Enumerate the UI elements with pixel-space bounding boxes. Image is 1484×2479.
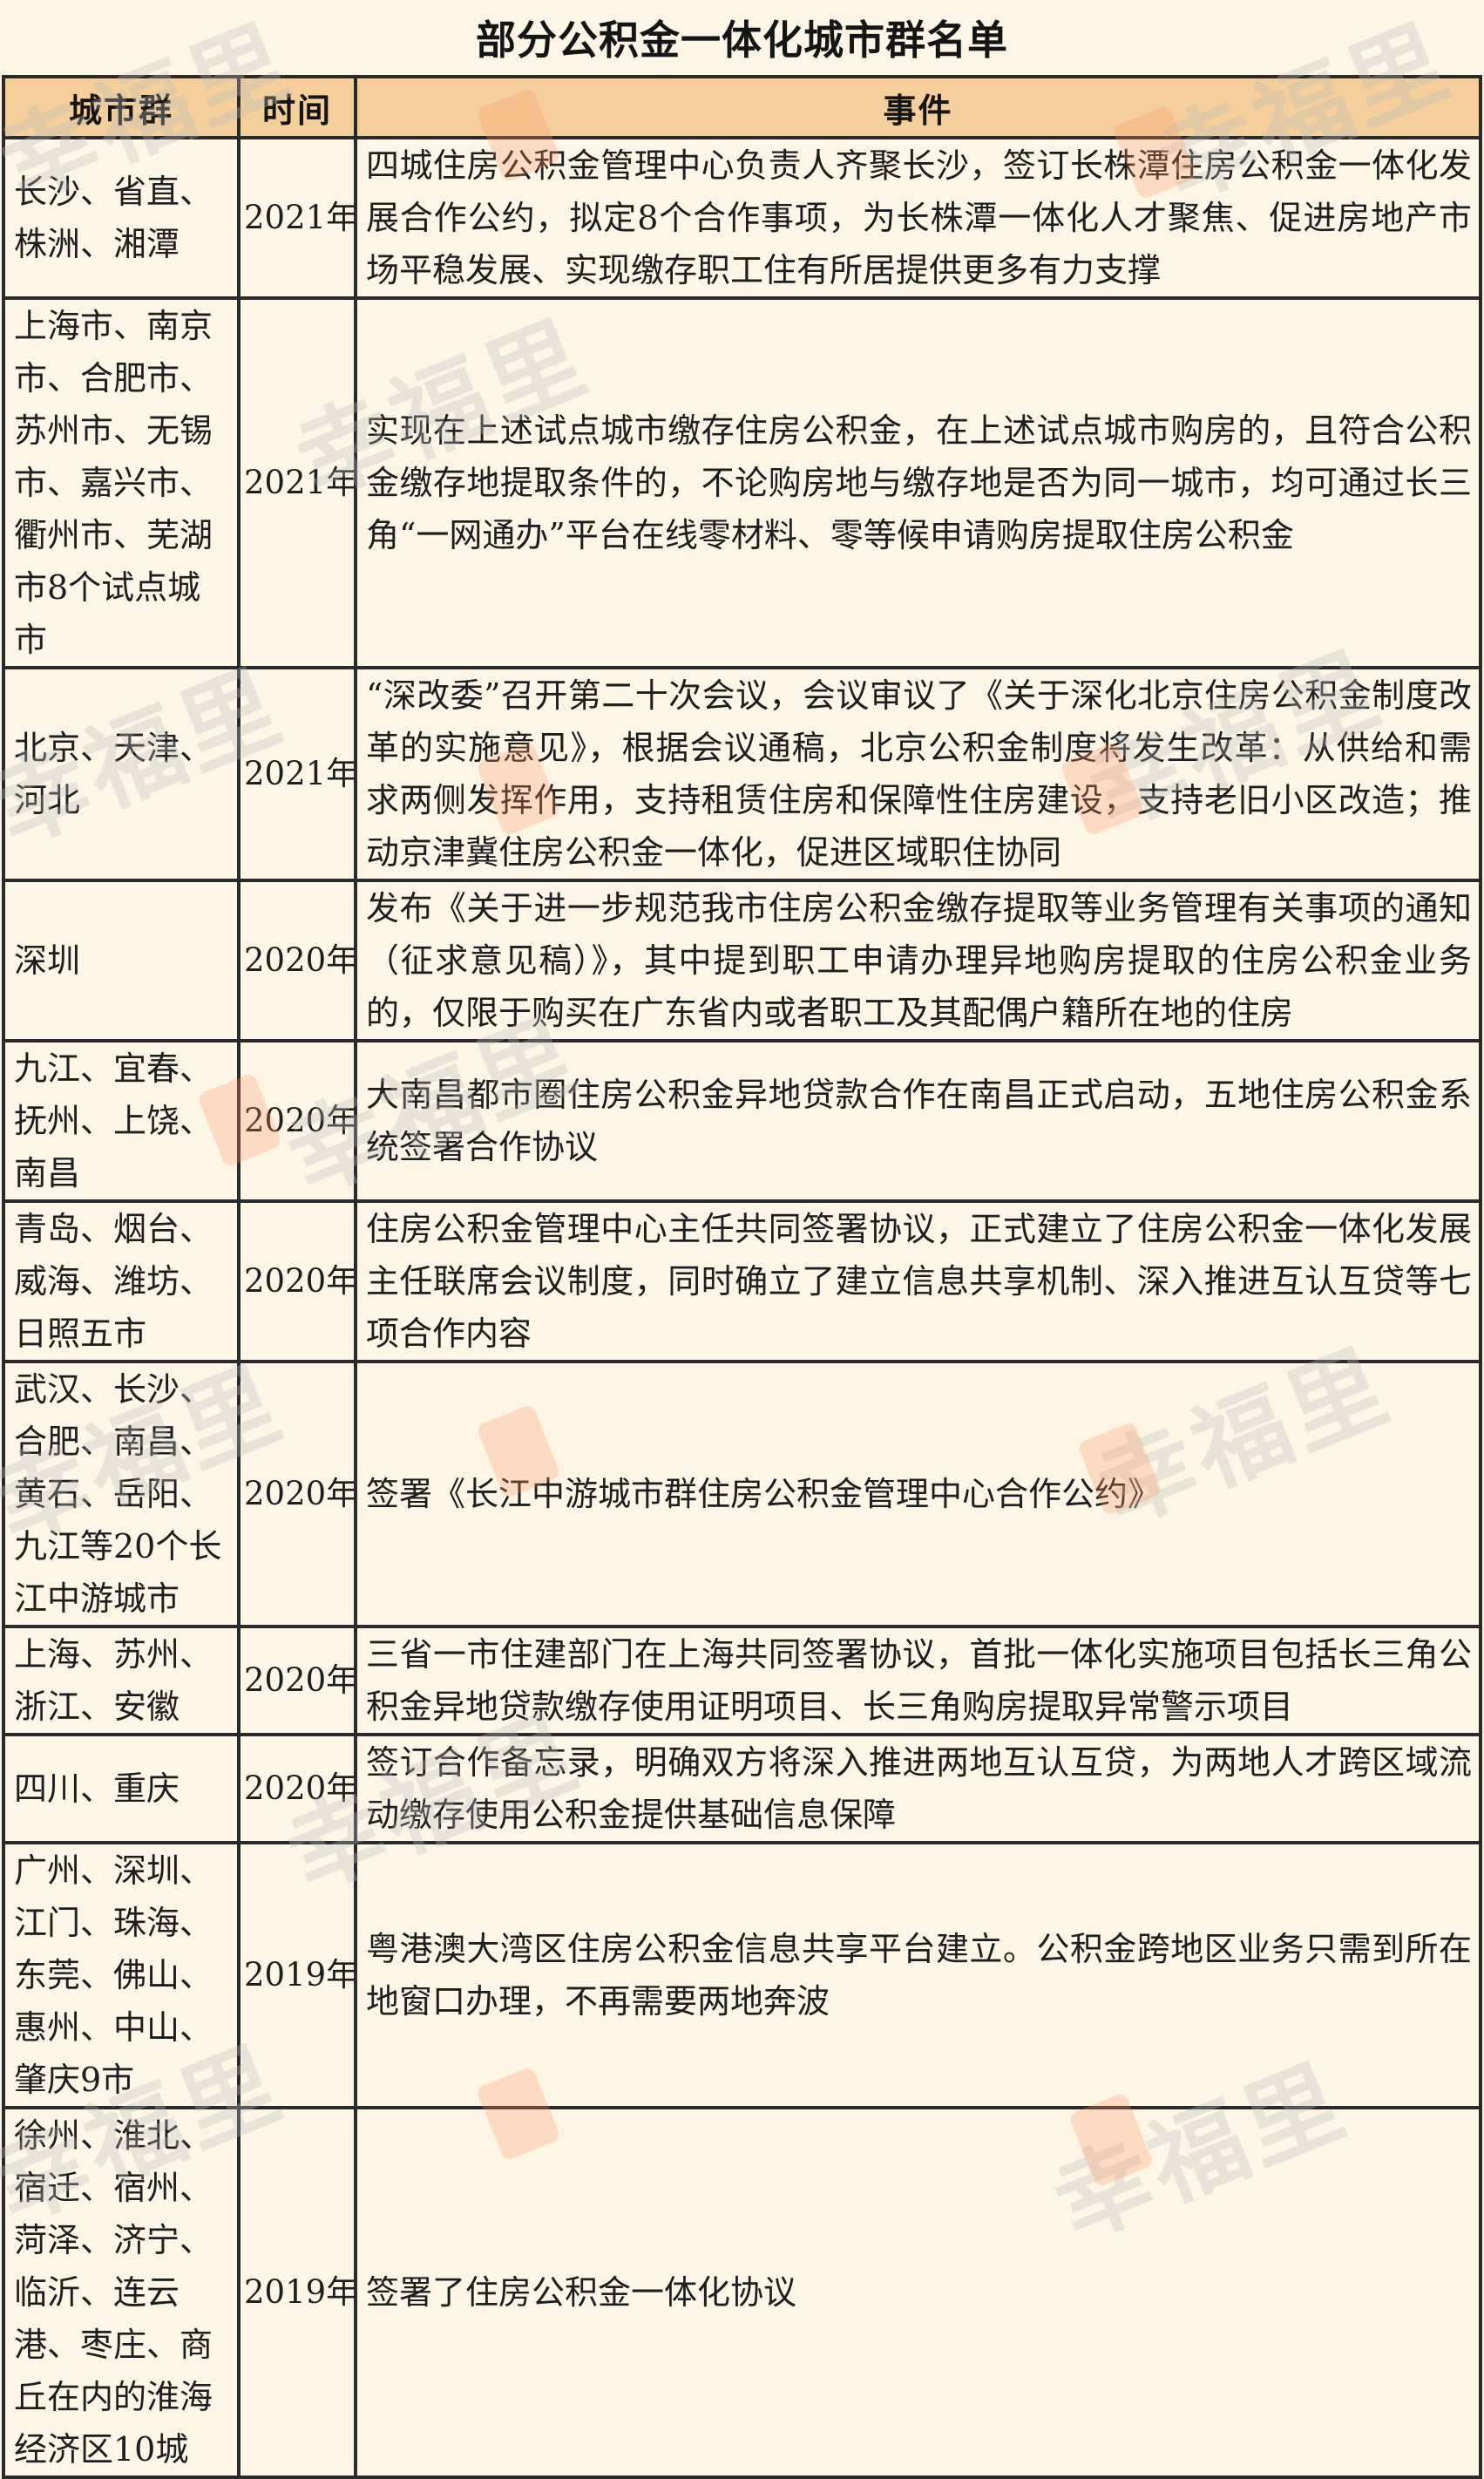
event-cell: 签订合作备忘录，明确双方将深入推进两地互认互贷，为两地人才跨区域流动缴存使用公积… [354, 1733, 1482, 1844]
city-cell: 武汉、长沙、合肥、南昌、黄石、岳阳、九江等20个长江中游城市 [2, 1360, 241, 1628]
event-cell: 签署了住房公积金一体化协议 [354, 2106, 1482, 2479]
date-cell: 2021年6月 [237, 296, 357, 669]
date-cell: 2019年12月 [237, 1841, 357, 2109]
date-cell: 2020年11月 [237, 879, 357, 1043]
table-row: 徐州、淮北、宿迁、宿州、菏泽、济宁、临沂、连云港、枣庄、商丘在内的淮海经济区10… [2, 2106, 1482, 2479]
city-cell: 四川、重庆 [2, 1733, 241, 1844]
event-cell: 签署《长江中游城市群住房公积金管理中心合作公约》 [354, 1360, 1482, 1628]
city-cell: 北京、天津、河北 [2, 666, 241, 882]
date-cell: 2021年6月 [237, 666, 357, 882]
table-row: 上海、苏州、浙江、安徽 2020年8月 三省一市住建部门在上海共同签署协议，首批… [2, 1625, 1482, 1736]
table-header-row: 城市群 时间 事件 [2, 75, 1482, 139]
document-sheet: 部分公积金一体化城市群名单 城市群 时间 事件 长沙、省直、株洲、湘潭 2021… [0, 3, 1482, 2479]
date-cell: 2021年6月 [237, 136, 357, 300]
city-cell: 上海市、南京市、合肥市、苏州市、无锡市、嘉兴市、衢州市、芜湖市8个试点城市 [2, 296, 241, 669]
date-cell: 2020年9月 [237, 1360, 357, 1628]
city-cell: 九江、宜春、抚州、上饶、南昌 [2, 1039, 241, 1203]
header-event: 事件 [354, 75, 1482, 139]
event-cell: 发布《关于进一步规范我市住房公积金缴存提取等业务管理有关事项的通知（征求意见稿）… [354, 879, 1482, 1043]
table-row: 深圳 2020年11月 发布《关于进一步规范我市住房公积金缴存提取等业务管理有关… [2, 879, 1482, 1043]
date-cell: 2020年4月 [237, 1733, 357, 1844]
city-cell: 长沙、省直、株洲、湘潭 [2, 136, 241, 300]
header-city-cluster: 城市群 [2, 75, 241, 139]
city-cell: 徐州、淮北、宿迁、宿州、菏泽、济宁、临沂、连云港、枣庄、商丘在内的淮海经济区10… [2, 2106, 241, 2479]
table-row: 广州、深圳、江门、珠海、东莞、佛山、惠州、中山、肇庆9市 2019年12月 粤港… [2, 1841, 1482, 2109]
event-cell: “深改委”召开第二十次会议，会议审议了《关于深化北京住房公积金制度改革的实施意见… [354, 666, 1482, 882]
header-time: 时间 [237, 75, 357, 139]
event-cell: 大南昌都市圈住房公积金异地贷款合作在南昌正式启动，五地住房公积金系统签署合作协议 [354, 1039, 1482, 1203]
table-row: 青岛、烟台、威海、潍坊、日照五市 2020年10月 住房公积金管理中心主任共同签… [2, 1199, 1482, 1363]
date-cell: 2020年10月 [237, 1199, 357, 1363]
table-title: 部分公积金一体化城市群名单 [476, 17, 1008, 64]
city-cell: 青岛、烟台、威海、潍坊、日照五市 [2, 1199, 241, 1363]
table-row: 北京、天津、河北 2021年6月 “深改委”召开第二十次会议，会议审议了《关于深… [2, 666, 1482, 882]
city-cell: 深圳 [2, 879, 241, 1043]
event-cell: 粤港澳大湾区住房公积金信息共享平台建立。公积金跨地区业务只需到所在地窗口办理，不… [354, 1841, 1482, 2109]
event-cell: 三省一市住建部门在上海共同签署协议，首批一体化实施项目包括长三角公积金异地贷款缴… [354, 1625, 1482, 1736]
event-cell: 住房公积金管理中心主任共同签署协议，正式建立了住房公积金一体化发展主任联席会议制… [354, 1199, 1482, 1363]
event-cell: 实现在上述试点城市缴存住房公积金，在上述试点城市购房的，且符合公积金缴存地提取条… [354, 296, 1482, 669]
table-row: 长沙、省直、株洲、湘潭 2021年6月 四城住房公积金管理中心负责人齐聚长沙，签… [2, 136, 1482, 300]
table-row: 上海市、南京市、合肥市、苏州市、无锡市、嘉兴市、衢州市、芜湖市8个试点城市 20… [2, 296, 1482, 669]
event-cell: 四城住房公积金管理中心负责人齐聚长沙，签订长株潭住房公积金一体化发展合作公约，拟… [354, 136, 1482, 300]
table-row: 四川、重庆 2020年4月 签订合作备忘录，明确双方将深入推进两地互认互贷，为两… [2, 1733, 1482, 1844]
city-cluster-table: 城市群 时间 事件 长沙、省直、株洲、湘潭 2021年6月 四城住房公积金管理中… [2, 75, 1482, 2479]
date-cell: 2020年11月 [237, 1039, 357, 1203]
city-cell: 广州、深圳、江门、珠海、东莞、佛山、惠州、中山、肇庆9市 [2, 1841, 241, 2109]
date-cell: 2020年8月 [237, 1625, 357, 1736]
table-row: 武汉、长沙、合肥、南昌、黄石、岳阳、九江等20个长江中游城市 2020年9月 签… [2, 1360, 1482, 1628]
date-cell: 2019年9月 [237, 2106, 357, 2479]
city-cell: 上海、苏州、浙江、安徽 [2, 1625, 241, 1736]
table-row: 九江、宜春、抚州、上饶、南昌 2020年11月 大南昌都市圈住房公积金异地贷款合… [2, 1039, 1482, 1203]
